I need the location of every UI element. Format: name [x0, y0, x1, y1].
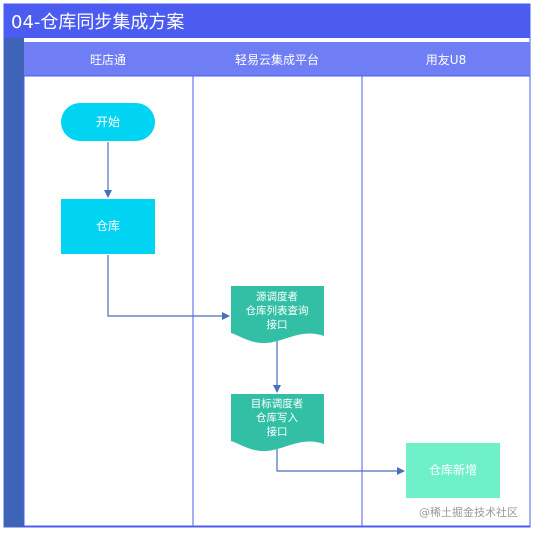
- lane-label-yonyou-u8: 用友U8: [426, 53, 466, 67]
- source-document-label-line2: 仓库列表查询: [246, 304, 309, 317]
- connector-warehouse-to-source: [107, 255, 230, 320]
- connector-target-to-new-warehouse: [276, 445, 405, 475]
- source-document-label-line1: 源调度者: [256, 290, 298, 303]
- new-warehouse-node-label: 仓库新增: [429, 462, 477, 477]
- start-node: [61, 103, 155, 141]
- lane-header-bar: [24, 42, 530, 76]
- lane-label-qingyiyun: 轻易云集成平台: [235, 52, 319, 67]
- target-document-node: [231, 394, 324, 452]
- diagram-title: 04-仓库同步集成方案: [11, 12, 184, 33]
- source-document-node: [231, 286, 324, 344]
- source-document-label-line3: 接口: [267, 318, 288, 331]
- target-document-label-line3: 接口: [267, 425, 288, 438]
- target-document-label-line2: 仓库写入: [256, 411, 298, 424]
- start-node-label: 开始: [96, 115, 120, 129]
- warehouse-node-label: 仓库: [96, 218, 120, 233]
- new-warehouse-node: [406, 443, 500, 498]
- warehouse-node: [61, 199, 155, 254]
- lane-label-wangdiantong: 旺店通: [90, 53, 126, 67]
- target-document-label-line1: 目标调度者: [251, 397, 304, 410]
- title-bar: [4, 4, 530, 38]
- watermark: @稀土掘金技术社区: [419, 505, 518, 519]
- left-stripe: [4, 38, 24, 527]
